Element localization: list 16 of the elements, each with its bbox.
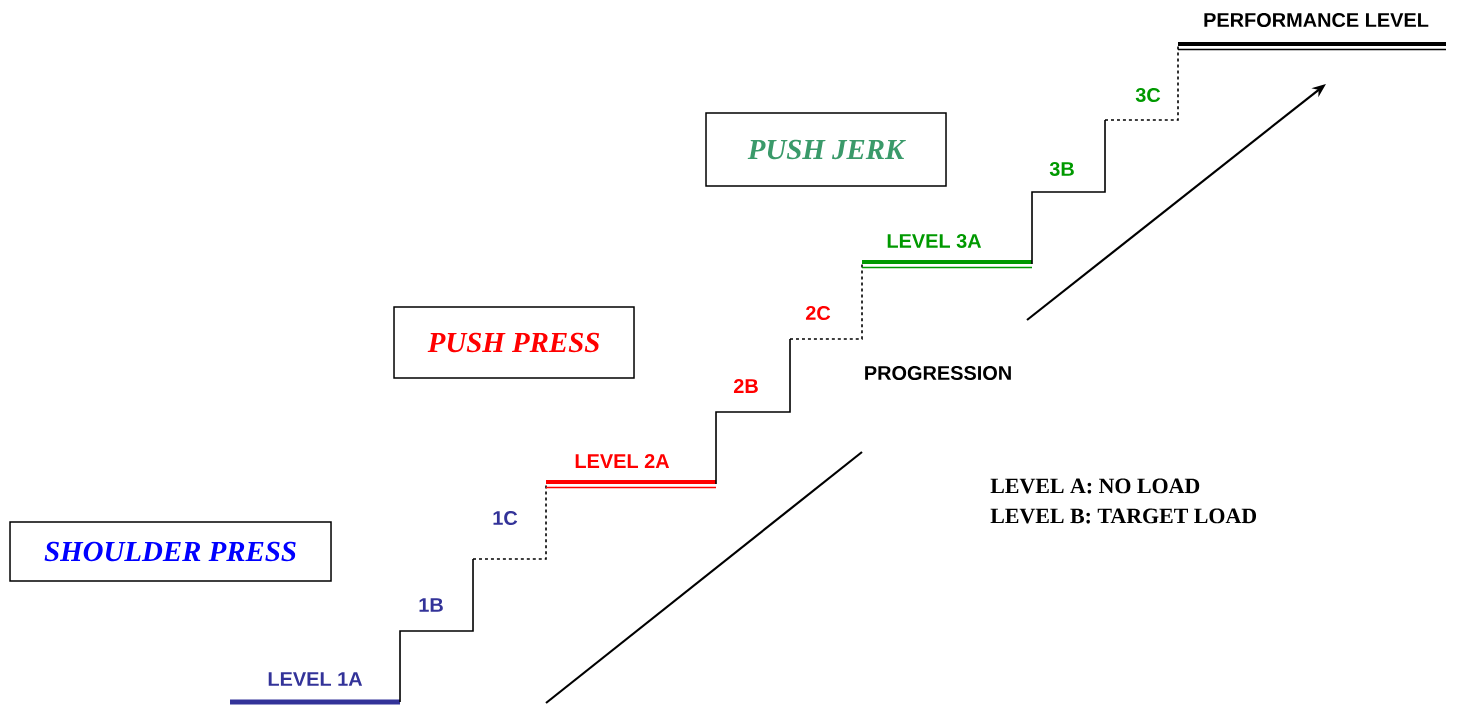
legend-note: LEVEL A: NO LOAD [990, 478, 1200, 494]
level-label: LEVEL 2A [575, 454, 670, 468]
exercise-box: PUSH PRESS [393, 306, 635, 379]
exercise-box: SHOULDER PRESS [9, 521, 332, 582]
step-label: 1C [493, 510, 518, 526]
step-label: 2C [805, 305, 831, 321]
level-label: PERFORMANCE LEVEL [1204, 12, 1429, 28]
step-label: 3B [1049, 161, 1074, 177]
step-label: 2B [733, 379, 758, 393]
axis-label: PROGRESSION [865, 365, 1011, 381]
step-label: 1B [419, 598, 443, 612]
legend-note: LEVEL B: TARGET LOAD [990, 508, 1257, 524]
level-label: LEVEL 3A [887, 233, 982, 249]
level-label: LEVEL 1A [268, 672, 363, 686]
step-label: 3C [1135, 87, 1161, 103]
exercise-box: PUSH JERK [705, 112, 947, 187]
